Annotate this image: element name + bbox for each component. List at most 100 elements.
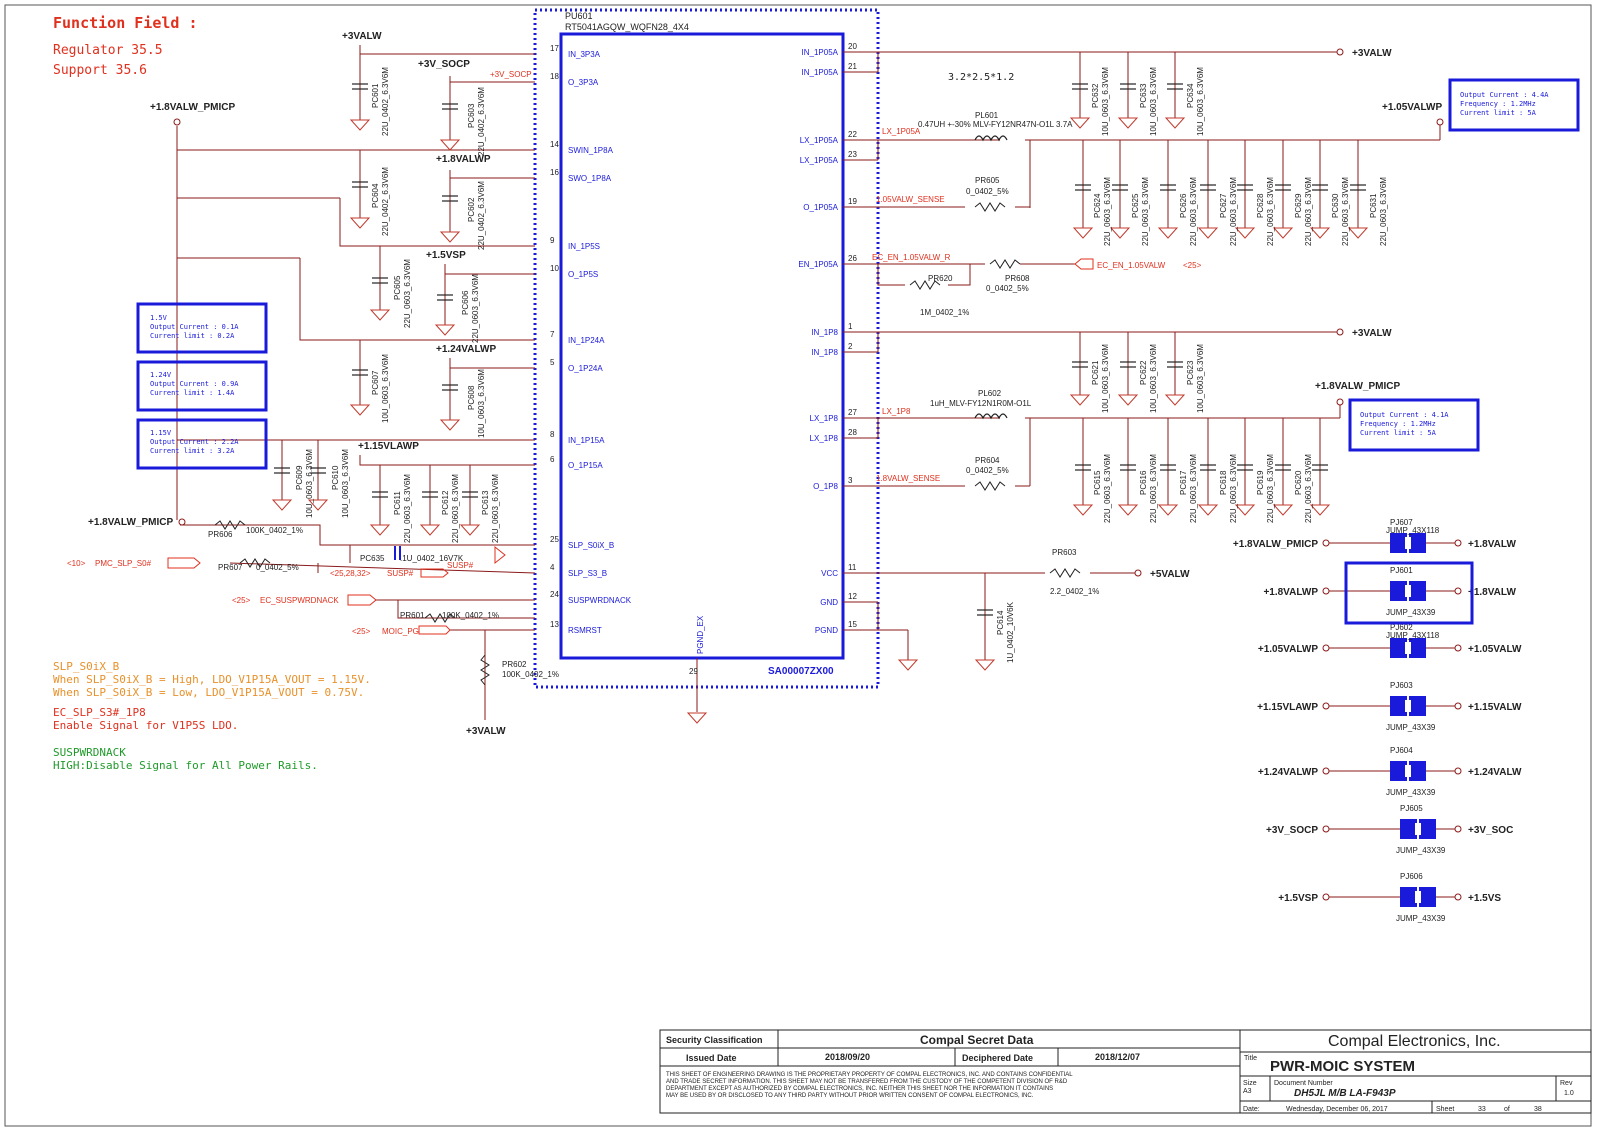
ic-pin-19-number: 19 xyxy=(848,197,857,206)
size-value: A3 xyxy=(1243,1088,1252,1095)
cap-val-pc630: 22U_0603_6.3V6M xyxy=(1341,177,1350,246)
function-field-line2: Support 35.6 xyxy=(53,63,147,78)
jumper-left-rail: +1.24VALWP xyxy=(1258,767,1318,778)
pr604-ref: PR604 xyxy=(975,456,1000,465)
ic-order-code: SA00007ZX00 xyxy=(768,666,834,677)
ic-pin-16-number: 16 xyxy=(550,168,559,177)
cap-val-pc611: 22U_0603_6.3V6M xyxy=(403,474,412,543)
ic-pin-21-name: IN_1P05A xyxy=(802,68,839,77)
ic-pin-1-name: IN_1P8 xyxy=(811,328,838,337)
ic-pin-2-name: IN_1P8 xyxy=(811,348,838,357)
rail-18valwp: +1.8VALWP xyxy=(436,154,491,165)
cap-ref-pc630: PC630 xyxy=(1331,193,1340,218)
cap-ref-pc626: PC626 xyxy=(1179,193,1188,218)
jumper-right-rail: +3V_SOC xyxy=(1468,825,1513,836)
jumper-pad-1 xyxy=(1390,581,1407,601)
cap-ref-pc617: PC617 xyxy=(1179,470,1188,495)
rail-18valw-pmicp: +1.8VALW_PMICP xyxy=(150,102,235,113)
jumper-list: PJ607JUMP_43X118+1.8VALW_PMICP+1.8VALWPJ… xyxy=(1233,518,1522,923)
svg-text:Current limit : 5A: Current limit : 5A xyxy=(1360,429,1437,437)
ec-suspwr-page-ref: <25> xyxy=(232,596,251,605)
ic-pin-11-name: VCC xyxy=(821,569,838,578)
ic-pin-9-name: IN_1P5S xyxy=(568,242,600,251)
cap-ref-pc605: PC605 xyxy=(393,275,402,300)
cap-val-pc628: 22U_0603_6.3V6M xyxy=(1266,177,1275,246)
cap-ref-pc624: PC624 xyxy=(1093,193,1102,218)
jumper-left-rail: +1.05VALWP xyxy=(1258,644,1318,655)
cap-ref-pc620: PC620 xyxy=(1294,470,1303,495)
spec-box-105v: Output Current : 4.4A Frequency : 1.2MHz… xyxy=(1448,78,1580,132)
jumper-pad-2 xyxy=(1419,819,1436,839)
jumper-gap xyxy=(1405,537,1411,549)
ic-pin-8-number: 8 xyxy=(550,430,555,439)
net-ec-en: EC_EN_1.05VALW xyxy=(1097,261,1166,270)
cap-ref-pc606: PC606 xyxy=(461,290,470,315)
cap-val-pc619: 22U_0603_6.3V6M xyxy=(1266,454,1275,523)
ec-suspwr-net: EC_SUSPWRDNACK xyxy=(260,596,339,605)
cap-val-pc620: 22U_0603_6.3V6M xyxy=(1304,454,1313,523)
ic-pin-28-name: LX_1P8 xyxy=(810,434,839,443)
disclaimer-line4: MAY BE USED BY OR DISCLOSED TO ANY THIRD… xyxy=(666,1093,1034,1099)
susp-net-right: SUSP# xyxy=(447,561,474,570)
svg-text:Current limit : 3.2A: Current limit : 3.2A xyxy=(150,447,235,455)
jumper-pad-1 xyxy=(1390,696,1407,716)
cap-val-pc631: 22U_0603_6.3V6M xyxy=(1379,177,1388,246)
ic-pin-4-number: 4 xyxy=(550,563,555,572)
jumper-right-rail: +1.15VALW xyxy=(1468,702,1522,713)
jumper-ref: PJ605 xyxy=(1400,804,1423,813)
svg-text:Frequency : 1.2MHz: Frequency : 1.2MHz xyxy=(1460,100,1536,108)
rail-3valw-r2-terminal xyxy=(1336,328,1344,336)
jumper-pad-2 xyxy=(1409,761,1426,781)
cap-val-pc623: 10U_0603_6.3V6M xyxy=(1196,344,1205,413)
ic-pin-14-number: 14 xyxy=(550,140,559,149)
ic-pin-16-name: SWO_1P8A xyxy=(568,174,612,183)
issued-label: Issued Date xyxy=(686,1053,737,1063)
rail-pmicp-left-terminal xyxy=(178,518,186,526)
svg-text:Output Current : 0.1A: Output Current : 0.1A xyxy=(150,323,239,331)
note-slp-s0ix: SLP_S0iX_B xyxy=(53,660,120,673)
jumper-terminal-right xyxy=(1454,893,1462,901)
ic-part-number: RT5041AGQW_WQFN28_4X4 xyxy=(565,22,689,32)
jumper-ref: PJ607 xyxy=(1390,518,1413,527)
ic-pin-6-number: 6 xyxy=(550,455,555,464)
ic-pin-5-number: 5 xyxy=(550,358,555,367)
function-field-title: Function Field : xyxy=(53,14,198,32)
rail-115vlawp: +1.15VLAWP xyxy=(358,441,419,452)
jumper-value: JUMP_43X39 xyxy=(1386,723,1436,732)
ic-pin-3-number: 3 xyxy=(848,476,853,485)
jumper-pad-2 xyxy=(1409,638,1426,658)
ic-pin-1-number: 1 xyxy=(848,322,853,331)
svg-text:Output Current : 2.2A: Output Current : 2.2A xyxy=(150,438,239,446)
rev-label: Rev xyxy=(1560,1080,1573,1087)
svg-text:Current limit : 1.4A: Current limit : 1.4A xyxy=(150,389,235,397)
cap-ref-pc609: PC609 xyxy=(295,465,304,490)
jumper-terminal-left xyxy=(1322,644,1330,652)
rail-15vsp: +1.5VSP xyxy=(426,250,466,261)
ic-pin-13-name: RSMRST xyxy=(568,626,602,635)
pr602-val: 100K_0402_1% xyxy=(502,670,559,679)
svg-text:Current limit : 5A: Current limit : 5A xyxy=(1460,109,1537,117)
inductor-size-note: 3.2*2.5*1.2 xyxy=(948,72,1014,83)
jumper-terminal-right xyxy=(1454,702,1462,710)
jumper-ref: PJ606 xyxy=(1400,872,1423,881)
cap-val-pc629: 22U_0603_6.3V6M xyxy=(1304,177,1313,246)
pr620-val: 1M_0402_1% xyxy=(920,308,969,317)
ic-pin-20-name: IN_1P05A xyxy=(802,48,839,57)
ic-pgnd-ex-label: PGND_EX xyxy=(696,615,705,654)
cap-val-pc606: 22U_0603_6.3V6M xyxy=(471,274,480,343)
cap-val-pc602: 22U_0402_6.3V6M xyxy=(477,181,486,250)
ic-pin29-number: 29 xyxy=(689,667,698,676)
net-sense-18: 1.8VALW_SENSE xyxy=(876,474,940,483)
size-label: Size xyxy=(1243,1080,1257,1087)
ic-pin-17-name: IN_3P3A xyxy=(568,50,601,59)
resistor-symbols-right xyxy=(909,202,1081,578)
ic-body xyxy=(559,32,845,660)
cap-val-pc634: 10U_0603_6.3V6M xyxy=(1196,67,1205,136)
pr606-val: 100K_0402_1% xyxy=(246,526,303,535)
pj601-highlight-box xyxy=(1344,561,1474,625)
net-lx-1p05a: LX_1P05A xyxy=(882,127,921,136)
jumper-terminal-right xyxy=(1454,825,1462,833)
